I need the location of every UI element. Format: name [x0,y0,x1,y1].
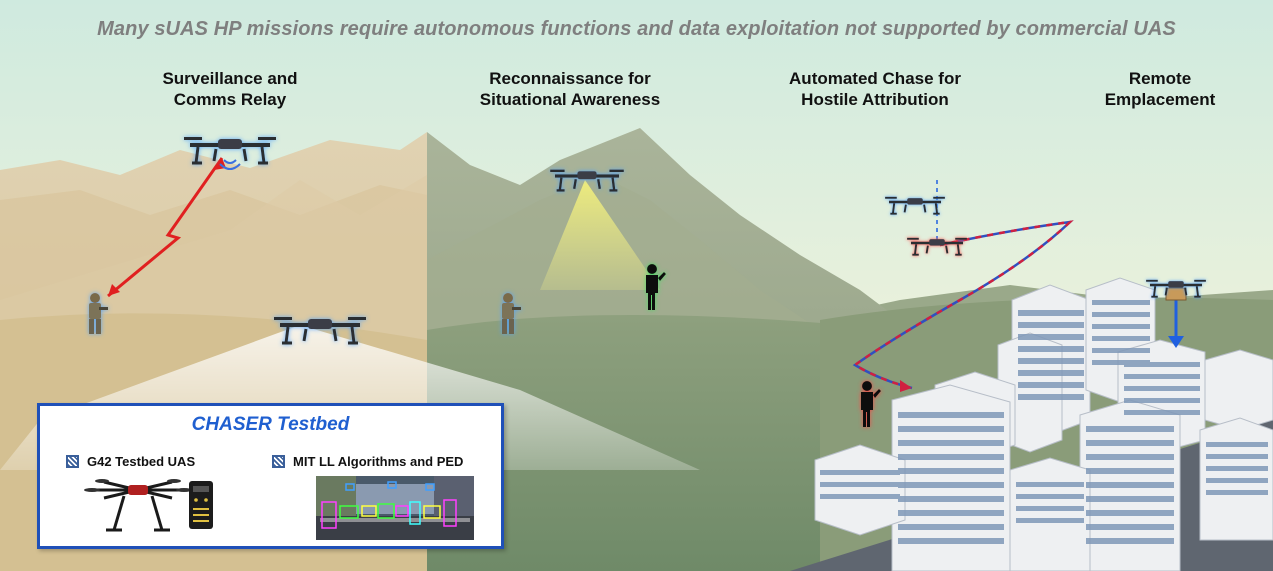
column-title-line: Emplacement [1104,90,1216,109]
testbed-title: CHASER Testbed [191,414,350,435]
city-buildings [790,277,1273,571]
testbed-panel: CHASER Testbed G42 Testbed UAS MIT LL Al… [37,403,504,549]
g42-drone-photo [84,479,192,532]
ped-detection-photo [316,476,474,540]
headline: Many sUAS HP missions require autonomous… [97,18,1176,40]
column-title-chase: Automated Chase for Hostile Attribution [760,68,990,110]
column-title-line: Automated Chase for [789,69,961,88]
column-title-surveillance: Surveillance and Comms Relay [130,68,330,110]
testbed-algorithms-label: MIT LL Algorithms and PED [272,454,463,469]
bullet-icon [66,455,79,468]
bullet-icon [272,455,285,468]
testbed-uas-label: G42 Testbed UAS [66,454,195,469]
signal-icon [219,159,241,170]
column-title-line: Hostile Attribution [801,90,949,109]
column-title-emplacement: Remote Emplacement [1080,68,1240,110]
column-title-line: Remote [1128,69,1192,88]
column-title-line: Reconnaissance for [489,69,651,88]
chase-path [852,180,1074,392]
testbed-algorithms-text: MIT LL Algorithms and PED [293,454,464,469]
column-title-line: Situational Awareness [479,90,661,109]
flight-controller-icon [189,481,213,529]
column-title-reconnaissance: Reconnaissance for Situational Awareness [455,68,685,110]
column-title-line: Comms Relay [173,90,287,109]
column-title-line: Surveillance and [162,69,298,88]
package-icon [1165,287,1187,301]
testbed-uas-text: G42 Testbed UAS [87,454,196,469]
